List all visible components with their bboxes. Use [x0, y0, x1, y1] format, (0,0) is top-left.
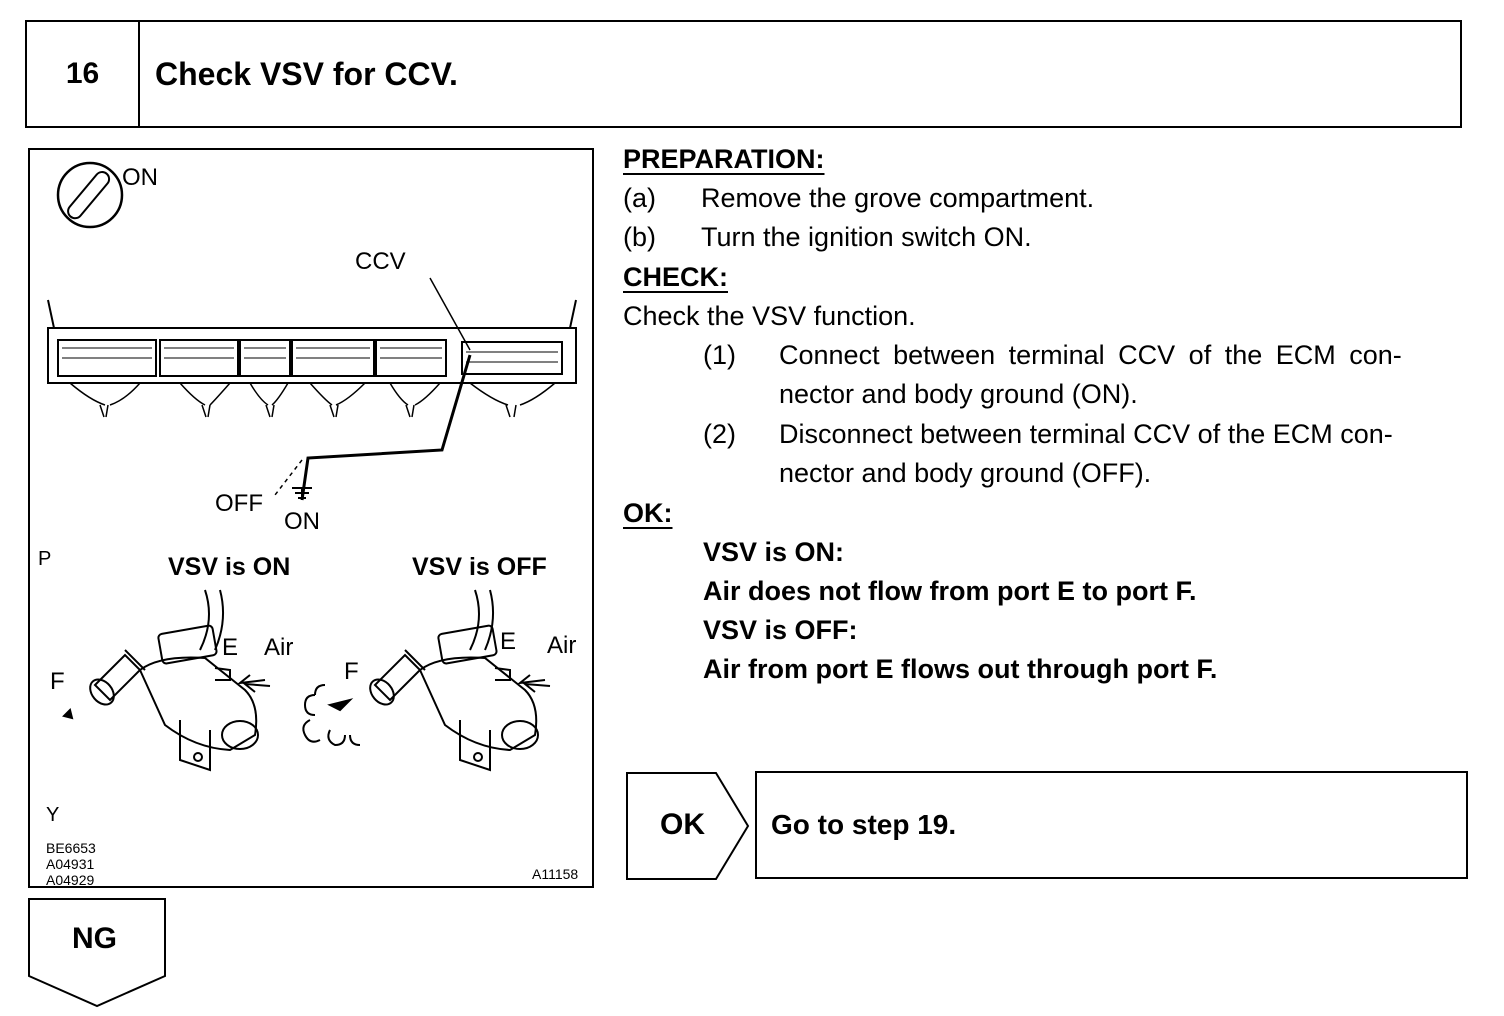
check-heading: CHECK: — [623, 262, 728, 292]
off-label: OFF — [215, 490, 263, 517]
ok-line-4: Air from port E flows out through port F… — [703, 654, 1218, 684]
ecm-vsv-illustration — [47, 161, 577, 772]
prep-b-text: Turn the ignition switch ON. — [701, 222, 1032, 252]
air-right-label: Air — [547, 632, 577, 659]
ref-code-3: A04929 — [46, 872, 95, 888]
step1-line1: Connect between terminal CCV of the ECM … — [779, 340, 1402, 370]
ok-action-text: Go to step 19. — [771, 809, 957, 840]
diagram-figure: ON CCV OFF ON P VSV is ON VSV is OFF F E… — [28, 148, 594, 888]
vsv-off-label: VSV is OFF — [412, 553, 547, 581]
step2-marker: (2) — [703, 419, 736, 449]
step-number: 16 — [27, 22, 140, 126]
step-header: 16 Check VSV for CCV. — [25, 20, 1462, 128]
vsv-on-illustration — [62, 589, 271, 772]
ecm-connector-icon — [47, 299, 577, 418]
vsv-on-label: VSV is ON — [168, 553, 291, 581]
ok-arrow-shape — [626, 772, 750, 880]
port-f-right-label: F — [344, 658, 359, 685]
check-text: Check the VSV function. — [623, 301, 916, 331]
step1-marker: (1) — [703, 340, 736, 370]
ng-label: NG — [72, 922, 117, 955]
air-left-label: Air — [264, 634, 294, 661]
on-ground-label: ON — [284, 508, 320, 535]
ok-action-box: Go to step 19. — [755, 771, 1468, 879]
ground-symbol-icon — [292, 487, 312, 500]
ok-line-2: Air does not flow from port E to port F. — [703, 576, 1197, 606]
step2-line1: Disconnect between terminal CCV of the E… — [779, 419, 1393, 449]
prep-b-marker: (b) — [623, 222, 656, 252]
preparation-heading: PREPARATION: — [623, 144, 825, 174]
vsv-off-illustration — [302, 589, 551, 772]
port-f-left-label: F — [50, 668, 65, 695]
ok-line-3: VSV is OFF: — [703, 615, 858, 645]
prep-a-marker: (a) — [623, 183, 656, 213]
figure-code: A11158 — [532, 866, 579, 882]
connector-y-label: Y — [46, 804, 60, 826]
port-e-right-label: E — [500, 628, 517, 655]
ref-code-1: BE6653 — [46, 840, 96, 856]
ok-label: OK — [660, 808, 705, 841]
air-puff-icon — [302, 684, 361, 747]
step2-line2: nector and body ground (OFF). — [779, 458, 1152, 488]
ng-arrow-shape — [28, 898, 166, 1008]
ok-line-1: VSV is ON: — [703, 537, 845, 567]
ok-heading: OK: — [623, 498, 673, 528]
ignition-key-icon — [56, 161, 124, 229]
ref-code-2: A04931 — [46, 856, 95, 872]
step-title: Check VSV for CCV. — [155, 55, 458, 92]
ccv-terminal-label: CCV — [355, 248, 406, 275]
ignition-on-label: ON — [122, 164, 158, 191]
step1-line2: nector and body ground (ON). — [779, 379, 1138, 409]
connector-p-label: P — [38, 548, 52, 570]
prep-a-text: Remove the grove compartment. — [701, 183, 1095, 213]
port-e-left-label: E — [222, 634, 239, 661]
